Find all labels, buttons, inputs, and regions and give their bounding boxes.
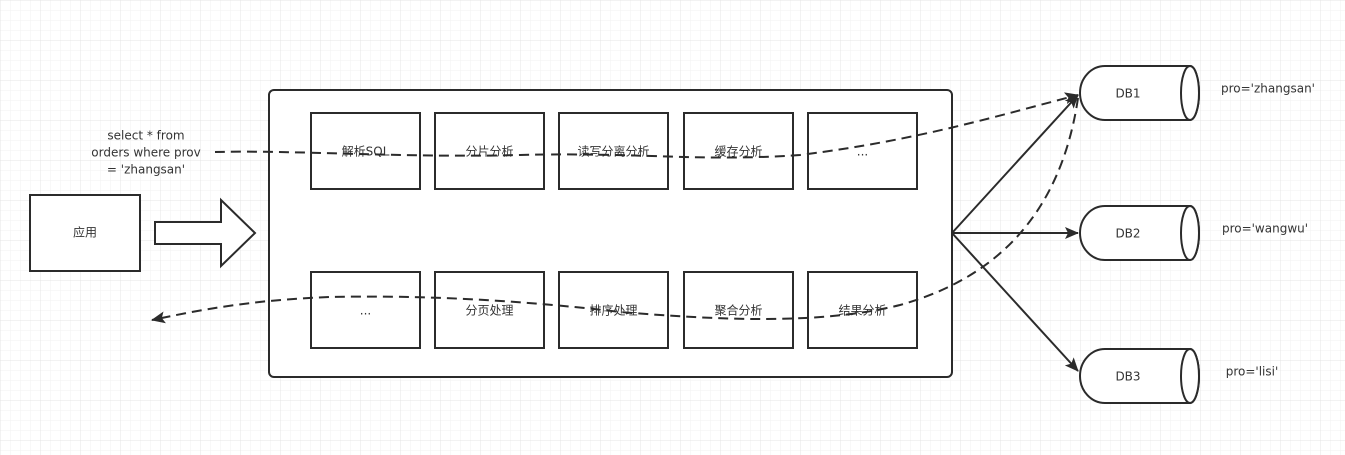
step-box[interactable]: 解析SQL: [310, 112, 421, 190]
database-name: DB3: [1115, 370, 1140, 384]
sql-line-1: select * from: [107, 129, 184, 143]
databases: DB1 pro='zhangsan' DB2 pro='wangwu' DB3 pro='…: [1079, 65, 1315, 404]
step-label: 聚合分析: [714, 303, 762, 318]
database-name: DB1: [1115, 87, 1140, 101]
shard-condition: pro='zhangsan': [1221, 82, 1315, 96]
step-label: ...: [360, 304, 371, 318]
bottom-row-steps: ... 分页处理 排序处理 聚合分析 结果分析: [310, 271, 918, 349]
database-name: DB2: [1115, 227, 1140, 241]
route-arrow-db3: [951, 232, 1079, 372]
result-flow-dashed: [151, 97, 1079, 324]
step-label: ...: [857, 145, 868, 159]
step-box[interactable]: 聚合分析: [683, 271, 794, 349]
step-box[interactable]: 分片分析: [434, 112, 545, 190]
request-flow-dashed: [214, 92, 1079, 159]
step-label: 排序处理: [589, 303, 637, 318]
step-box[interactable]: 排序处理: [558, 271, 669, 349]
block-arrow: [154, 197, 257, 269]
step-label: 缓存分析: [714, 145, 762, 159]
route-arrow-db1: [951, 94, 1079, 234]
sql-line-2: orders where prov: [91, 146, 200, 160]
step-box[interactable]: 读写分离分析: [558, 112, 669, 190]
sql-statement: select * from orders where prov = 'zhang…: [91, 129, 200, 177]
step-box[interactable]: ...: [310, 271, 421, 349]
database-db2[interactable]: DB2: [1079, 205, 1200, 261]
step-label: 解析SQL: [342, 145, 390, 159]
shard-condition: pro='lisi': [1226, 365, 1279, 379]
step-label: 分页处理: [465, 304, 513, 318]
sql-line-3: = 'zhangsan': [107, 163, 185, 177]
step-box[interactable]: 分页处理: [434, 271, 545, 349]
database-db3[interactable]: DB3: [1079, 348, 1200, 404]
app-node[interactable]: 应用: [29, 194, 141, 272]
database-db1[interactable]: DB1: [1079, 65, 1200, 121]
step-box[interactable]: 结果分析: [807, 271, 918, 349]
shard-condition: pro='wangwu': [1222, 222, 1308, 236]
top-row-steps: 解析SQL 分片分析读写分离分析 缓存分析...: [310, 112, 918, 190]
step-box[interactable]: 缓存分析: [683, 112, 794, 190]
app-label: 应用: [73, 225, 97, 240]
